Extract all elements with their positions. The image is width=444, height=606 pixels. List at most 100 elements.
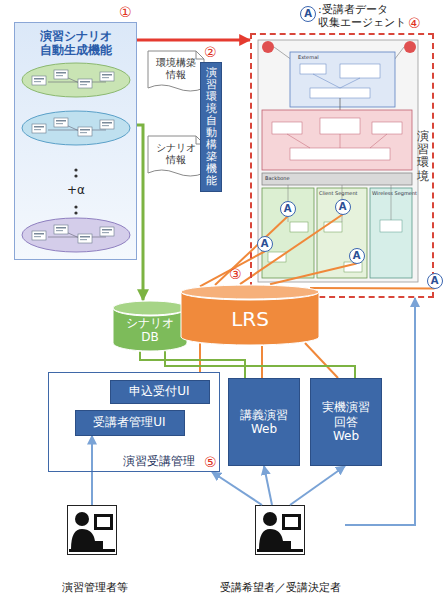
document-text: シナリオ 情報 <box>147 142 205 166</box>
agent-mark: A <box>284 204 292 214</box>
network-illustration-part <box>340 64 380 78</box>
box-text: 実機演習 回答 Web <box>321 400 371 443</box>
person-icons-part <box>256 506 305 555</box>
callout-number: ① <box>119 4 132 21</box>
network-illustration-part <box>404 41 416 53</box>
agent-mark: A <box>304 9 312 19</box>
connector <box>199 344 201 372</box>
box-title: 演習シナリオ 自動生成機能 <box>15 29 136 58</box>
network-illustration-part <box>340 134 341 148</box>
scenario-illustration-part <box>74 174 77 177</box>
scenario-illustration-part <box>22 111 130 145</box>
agent-mark: A <box>431 276 439 286</box>
agent-circle: A <box>257 236 273 252</box>
scenario-illustration-part <box>74 205 77 208</box>
group-title: 演習受講管理 <box>123 454 195 468</box>
cylinder-top <box>113 301 187 315</box>
region-title: 演習環境 <box>417 130 429 183</box>
segment-name: Client Segment <box>319 190 358 196</box>
document-body <box>148 51 204 91</box>
callout-number: ⑤ <box>204 454 217 471</box>
callout-number: ② <box>204 44 217 61</box>
box-text: 受講者管理UI <box>93 415 165 429</box>
scenario-illustration <box>14 22 137 260</box>
web-box: 実機演習 回答 Web <box>310 378 382 466</box>
function-box: 演習シナリオ 自動生成機能 <box>14 22 137 260</box>
scenario-illustration-part <box>22 63 130 97</box>
agent-circle: A <box>349 248 365 264</box>
network-illustration-part <box>380 220 402 232</box>
connector <box>137 39 250 42</box>
scenario-illustration-part <box>74 168 77 171</box>
network-illustration <box>258 40 418 282</box>
callout-number: ③ <box>229 266 242 283</box>
connector <box>290 466 345 505</box>
network-illustration-part <box>320 118 360 134</box>
connector <box>264 466 272 505</box>
document-body <box>148 136 204 176</box>
network-illustration-part <box>340 78 360 88</box>
cylinder-body <box>181 292 319 345</box>
segment-name: Backbone <box>265 175 290 181</box>
network-illustration-part <box>394 47 404 60</box>
database-cylinder: シナリオ DB <box>112 300 188 352</box>
agent-mark: A <box>339 202 347 212</box>
scenario-illustration-part <box>22 218 130 252</box>
database-text: シナリオ DB <box>125 316 175 345</box>
connector <box>212 472 262 505</box>
connector <box>305 343 338 378</box>
network-illustration-part <box>324 222 342 232</box>
connector <box>310 287 435 290</box>
scenario-illustration-part <box>32 225 114 243</box>
network-illustration-part <box>370 134 387 148</box>
box-text: 演習環境自動構築機能 <box>206 67 217 188</box>
agent-circle: A <box>335 199 351 215</box>
network-illustration-part <box>290 52 395 107</box>
actor-caption: 受講希望者／受講決定者 <box>220 581 341 594</box>
connector <box>270 264 357 285</box>
ui-box: 受講者管理UI <box>75 410 185 436</box>
agent-mark: A <box>261 239 269 249</box>
connector <box>140 352 245 378</box>
web-box: 講義演習 Web <box>228 378 300 466</box>
box-text: 申込受付UI <box>129 384 189 398</box>
network-illustration-part <box>290 148 390 160</box>
box-text: 講義演習 Web <box>239 408 289 437</box>
network-illustration-part <box>372 122 402 134</box>
document-shape: シナリオ 情報 <box>147 135 205 179</box>
network-illustration-part <box>272 122 302 134</box>
agent-circle: A <box>427 273 443 289</box>
connector <box>261 346 263 378</box>
person-icons-part <box>68 506 117 555</box>
agent-circle: A <box>280 201 296 217</box>
network-illustration-part <box>313 74 340 88</box>
legend-text: :受講者データ 収集エージェント <box>318 3 418 29</box>
person-icons <box>68 506 305 555</box>
database-cylinder: LRS <box>180 284 320 346</box>
document-text: 環境構築 情報 <box>147 57 205 81</box>
database-text: LRS <box>231 307 269 331</box>
network-illustration-part <box>290 222 308 232</box>
network-illustration-part <box>300 64 326 74</box>
network-illustration-part <box>258 40 418 282</box>
ui-box: 申込受付UI <box>110 380 210 404</box>
connector <box>165 351 355 378</box>
connector <box>91 436 93 506</box>
network-illustration-part <box>310 88 370 98</box>
scenario-illustration-part <box>32 118 114 136</box>
connector <box>200 252 265 287</box>
connector <box>137 125 143 300</box>
document-fold <box>196 51 204 59</box>
scenario-illustration-part <box>32 70 114 88</box>
group-box: 演習受講管理申込受付UI 受講者管理UI <box>48 372 220 472</box>
network-illustration-part <box>262 41 274 53</box>
network-illustration-part <box>274 47 292 60</box>
environment-region: 演習環境AAAAA <box>250 33 434 298</box>
actor: 演習管理者等 <box>40 505 150 601</box>
callout-number: ④ <box>408 15 421 32</box>
agent-mark: A <box>353 251 361 261</box>
network-illustration-part <box>262 173 412 185</box>
network-illustration-part <box>317 188 367 278</box>
segment-name: Wireless Segment <box>372 190 417 196</box>
function-box: 演習環境自動構築機能 <box>200 62 222 192</box>
